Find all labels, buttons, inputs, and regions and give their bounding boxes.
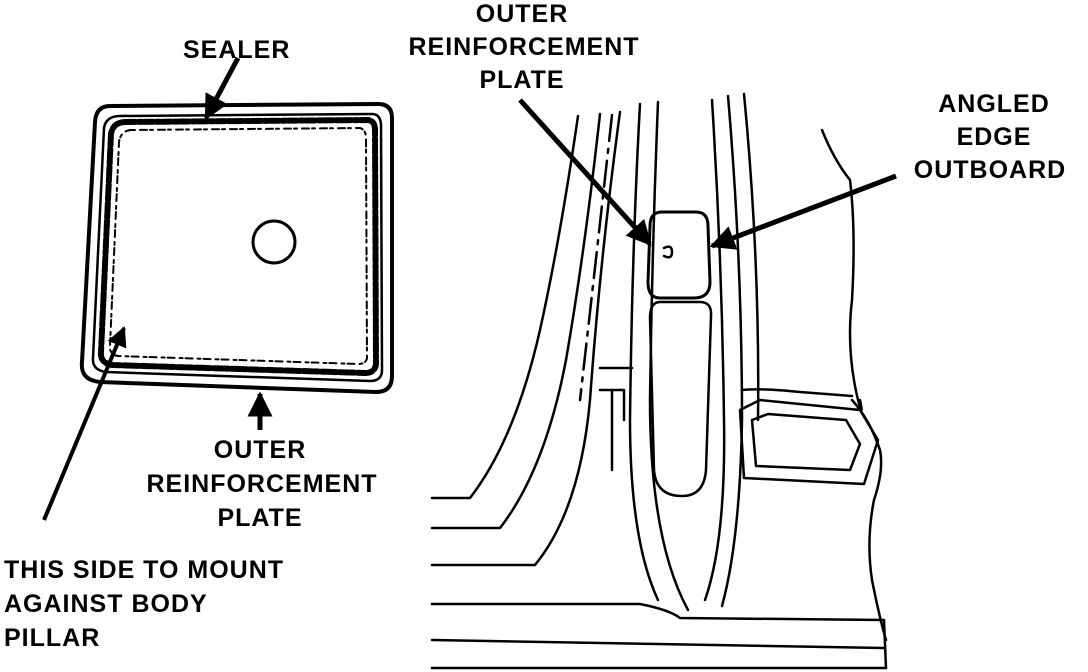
rocker-sill: [430, 602, 888, 670]
plate-inner-edge: [91, 112, 384, 383]
label-text: OUTER: [214, 436, 307, 464]
label-text: PILLAR: [4, 624, 100, 652]
label-text: AGAINST BODY: [4, 590, 208, 618]
plate-outline: [79, 102, 394, 394]
label-text: OUTER: [476, 0, 569, 28]
plate-hole-mark: [662, 245, 674, 259]
angled-edge-arrow: [709, 173, 897, 250]
pillar-line: [430, 114, 580, 500]
body-pillar-view: [430, 92, 888, 670]
pillar-line: [742, 92, 760, 422]
pillar-line: [703, 98, 726, 602]
leader-lines: [42, 56, 897, 521]
pillar-line: [720, 94, 744, 608]
mount-side-arrow: [42, 326, 127, 521]
label-text: THIS SIDE TO MOUNT: [4, 556, 284, 584]
label-sealer: SEALER: [183, 36, 290, 64]
label-text: EDGE: [957, 123, 1032, 151]
pillar-line: [430, 112, 602, 530]
label-text: PLATE: [217, 504, 302, 532]
outer-plate-top-arrow: [518, 98, 652, 246]
sealer-bead-inner: [108, 127, 368, 365]
striker-box-inner: [750, 412, 862, 472]
label-outer-plate-bottom: OUTER REINFORCEMENT PLATE: [146, 436, 377, 532]
trim-tab: [598, 366, 634, 472]
pillar-line: [578, 113, 614, 402]
label-text: SEALER: [183, 36, 290, 64]
rocker-sill-lower: [430, 638, 886, 650]
label-text: REINFORCEMENT: [146, 470, 377, 498]
label-text: OUTBOARD: [914, 156, 1066, 184]
sealer-arrow: [203, 56, 241, 121]
pillar-cavity: [648, 300, 713, 498]
body-panel-edge: [820, 128, 863, 412]
pillar-line: [648, 100, 690, 612]
label-text: REINFORCEMENT: [408, 33, 639, 61]
label-outer-plate-top: OUTER REINFORCEMENT PLATE: [408, 0, 639, 94]
label-text: PLATE: [479, 66, 564, 94]
body-panel-edge: [850, 398, 888, 642]
label-angled-edge: ANGLED EDGE OUTBOARD: [914, 90, 1066, 184]
label-mount-side: THIS SIDE TO MOUNT AGAINST BODY PILLAR: [4, 556, 284, 652]
pillar-reinforcement-plate: [646, 210, 712, 300]
pillar-line: [628, 102, 660, 602]
reinforcement-plate-view: [79, 102, 394, 394]
label-text: ANGLED: [938, 90, 1050, 118]
plate-hole: [251, 219, 297, 265]
sealer-bead: [97, 117, 379, 376]
striker-box: [738, 398, 880, 486]
striker-box-detail: [740, 388, 854, 398]
